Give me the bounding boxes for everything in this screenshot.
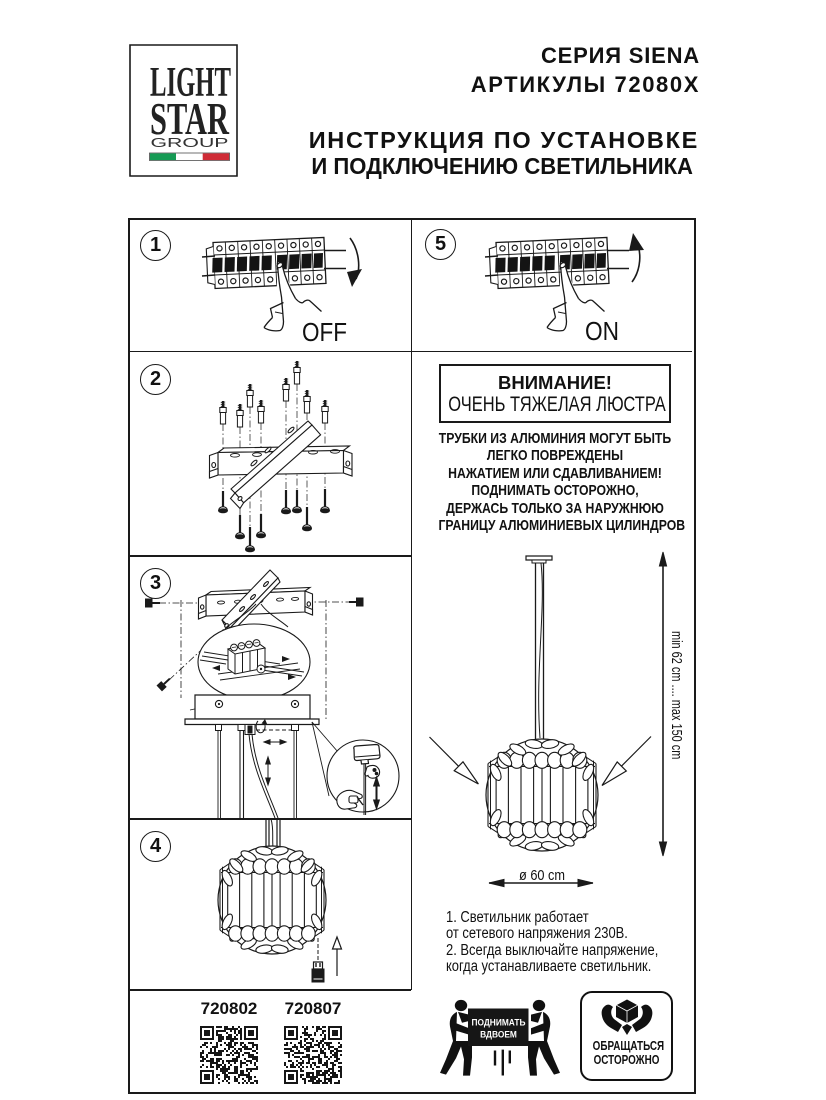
svg-text:OFF: OFF (302, 317, 347, 347)
svg-text:ø 60 cm: ø 60 cm (519, 867, 565, 884)
svg-text:ВДВОЕМ: ВДВОЕМ (480, 1029, 517, 1040)
svg-text:ON: ON (585, 316, 619, 346)
svg-text:STAR: STAR (150, 93, 230, 144)
svg-text:GROUP: GROUP (151, 135, 229, 150)
svg-text:LIGHT: LIGHT (150, 60, 231, 106)
svg-text:ПОДНИМАТЬ: ПОДНИМАТЬ (471, 1017, 526, 1028)
